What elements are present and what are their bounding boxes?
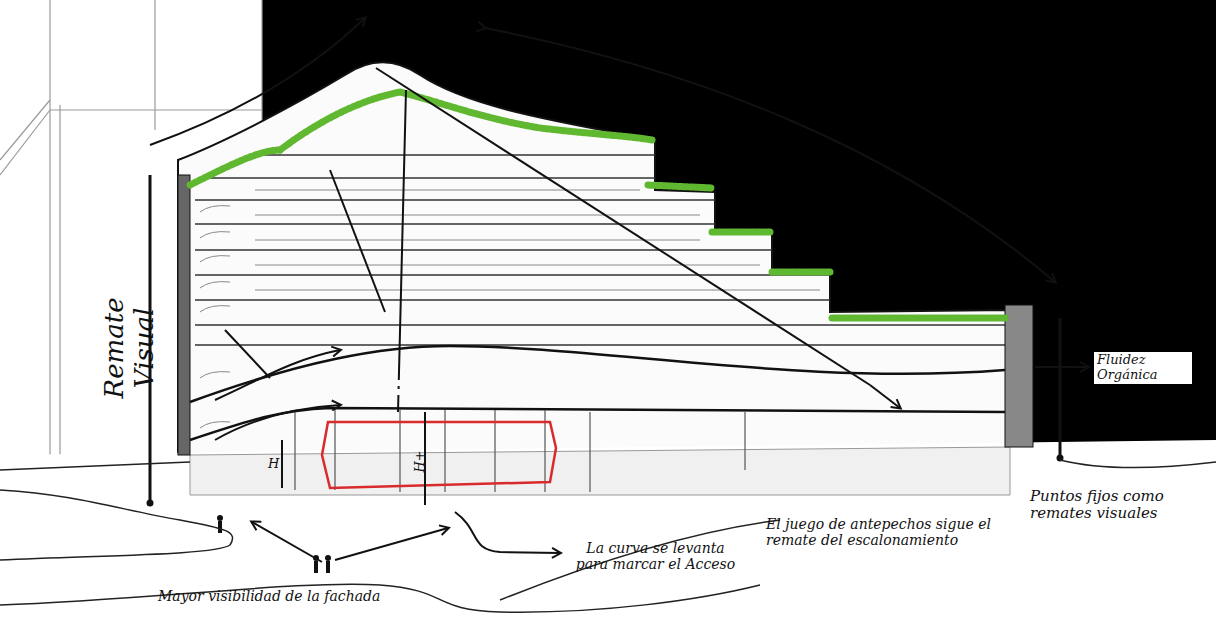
annotation: Mayor visibilidad de la fachada bbox=[158, 588, 408, 604]
height-mark: H bbox=[268, 457, 288, 472]
height-mark: H+ bbox=[413, 442, 428, 472]
annotation: Puntos fijos como remates visuales bbox=[1030, 488, 1205, 523]
annotation: El juego de antepechos sigue el remate d… bbox=[766, 516, 1006, 548]
annotation: Fluidez Orgánica bbox=[1094, 352, 1192, 384]
vertical-annotation: Remate Visual bbox=[100, 258, 160, 438]
annotation: La curva se levanta para marcar el Acces… bbox=[568, 540, 743, 572]
